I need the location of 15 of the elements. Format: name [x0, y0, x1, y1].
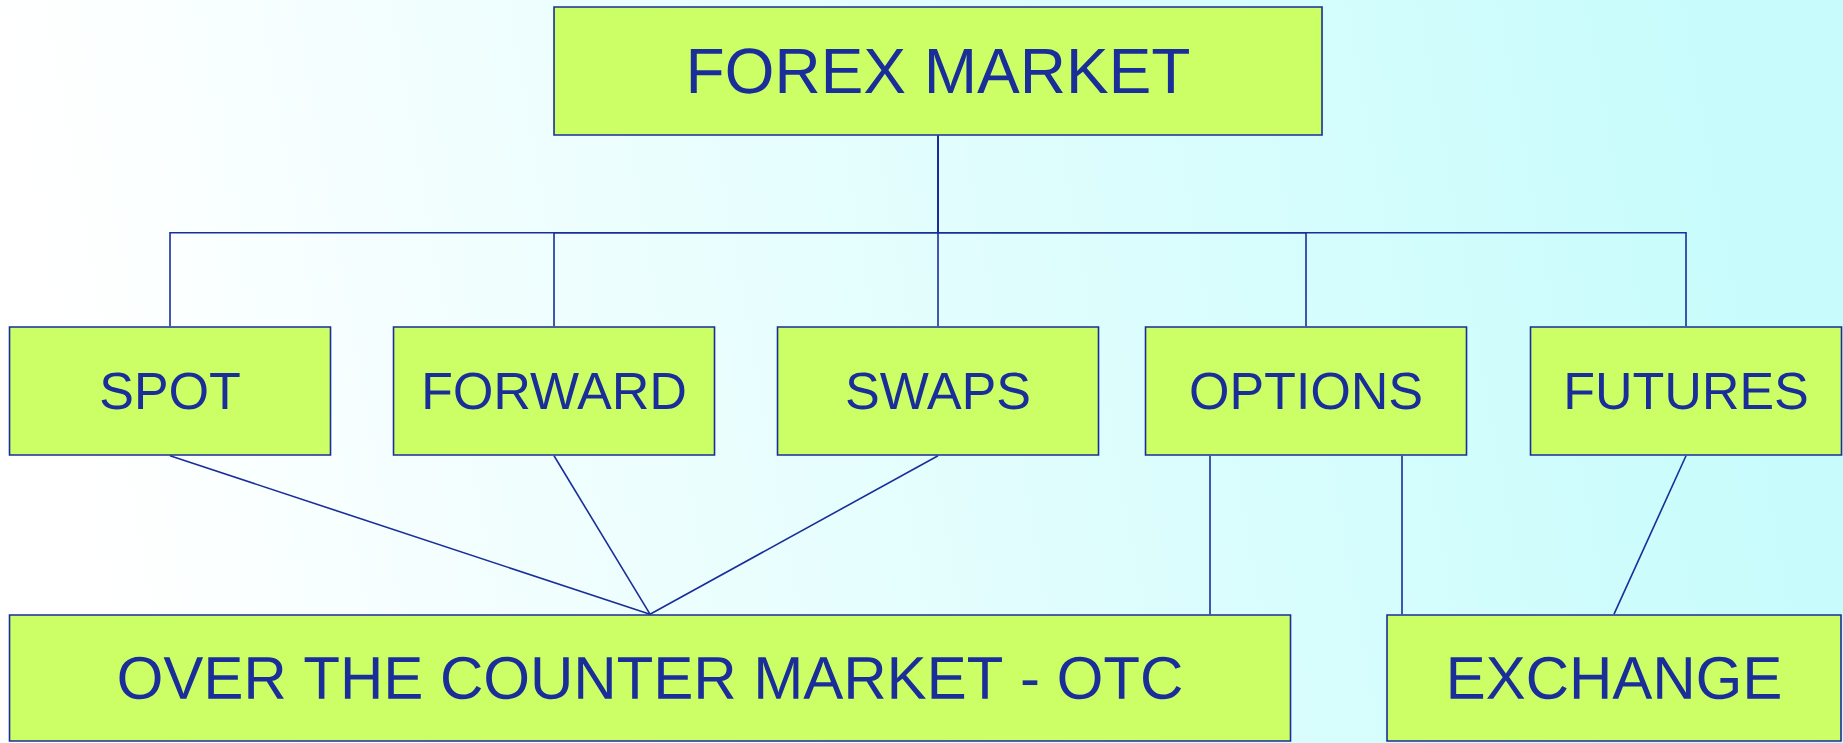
- category-box: EXCHANGE: [1386, 614, 1842, 742]
- category-box: OPTIONS: [1144, 326, 1468, 456]
- connector-line: [937, 135, 1687, 327]
- category-box: SPOT: [8, 326, 332, 456]
- category-box: FORWARD: [392, 326, 716, 456]
- category-box: FOREX MARKET: [553, 6, 1323, 136]
- connector-line: [1209, 455, 1211, 615]
- connector-line: [1401, 455, 1403, 615]
- category-box: SWAPS: [776, 326, 1100, 456]
- connector-line: [649, 455, 939, 615]
- category-box: FUTURES: [1529, 326, 1843, 456]
- connector-line: [553, 455, 651, 615]
- category-box: OVER THE COUNTER MARKET - OTC: [8, 614, 1292, 742]
- connector-line: [169, 455, 651, 615]
- connector-line: [1613, 455, 1687, 615]
